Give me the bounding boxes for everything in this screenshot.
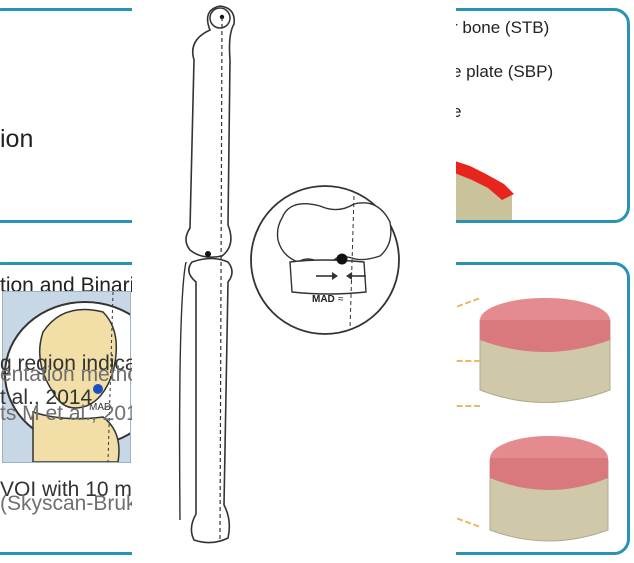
mad-suffix: ≈ [338,294,344,305]
text-line2-b: ts M et al., 2017 [0,402,149,426]
legend-stb-label: r bone (STB) [452,18,549,38]
bone-section-figure [452,150,532,220]
legend-sbp-label: e plate (SBP) [452,62,553,82]
bone-cylinders [470,290,620,560]
top-title-fragment: ion [0,125,33,154]
leg-alignment-figure: MAD ≈ [132,0,456,563]
mad-label: MAD [312,294,335,305]
